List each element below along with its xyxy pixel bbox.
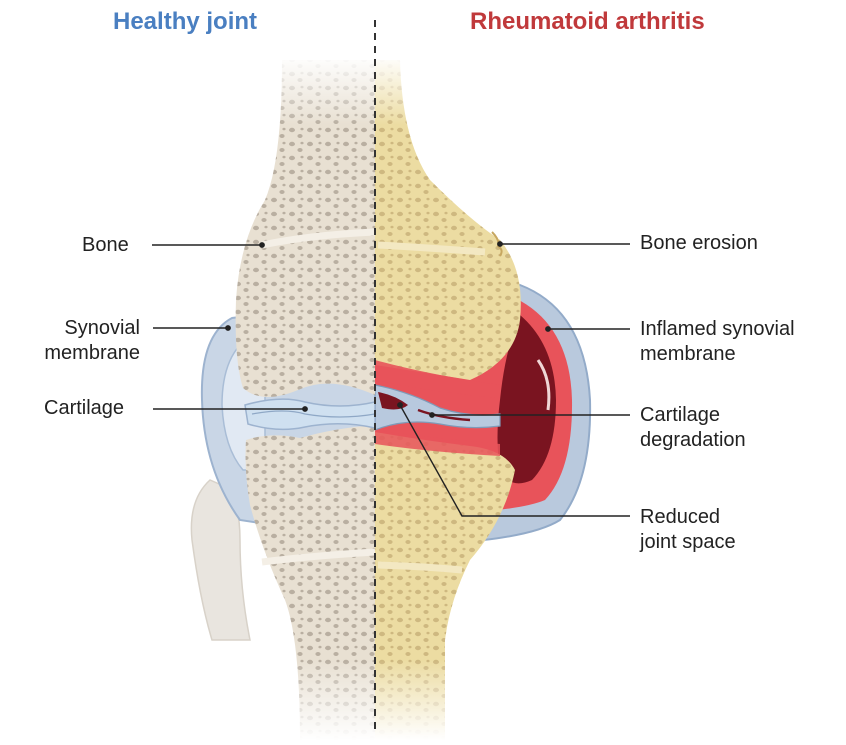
label-reduced-joint-space: Reduced joint space [640, 505, 736, 555]
label-inflamed-synovial-membrane: Inflamed synovial membrane [640, 317, 795, 367]
ra-title: Rheumatoid arthritis [470, 8, 705, 36]
label-bone: Bone [82, 233, 129, 258]
label-synovial-membrane: Synovial membrane [40, 316, 140, 366]
label-cartilage: Cartilage [44, 396, 124, 421]
label-cartilage-degradation: Cartilage degradation [640, 403, 746, 453]
healthy-joint-title: Healthy joint [113, 8, 257, 36]
label-bone-erosion: Bone erosion [640, 231, 758, 256]
ra-joint [375, 60, 590, 740]
